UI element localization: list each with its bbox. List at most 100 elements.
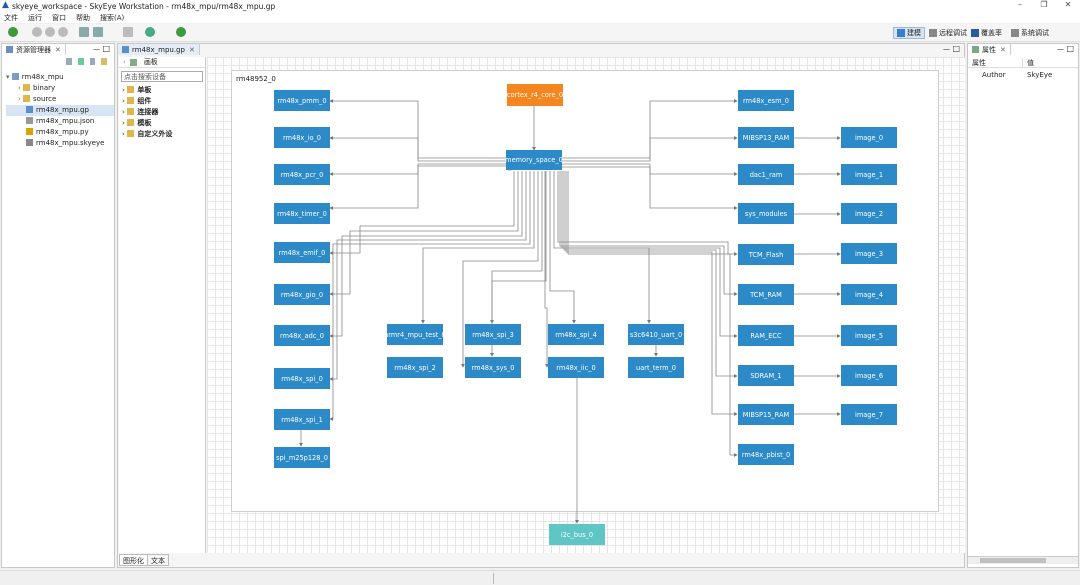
palette-back-icon[interactable]: ‹ — [123, 58, 126, 66]
block-uart-term[interactable]: uart_term_0 — [628, 357, 684, 378]
tree-item-selected[interactable]: rm48x_mpu.gp — [6, 105, 114, 116]
palette-item[interactable]: › 组件 — [122, 97, 152, 105]
block-rm48x-emif[interactable]: rm48x_emif_0 — [274, 242, 330, 263]
menu-run[interactable]: 运行 — [28, 13, 42, 22]
filter-icon[interactable] — [89, 58, 96, 65]
block-dac1-ram[interactable]: dac1_ram — [738, 164, 794, 185]
block-rm48x-esm[interactable]: rm48x_esm_0 — [738, 90, 794, 111]
block-rm48x-spi2[interactable]: rm48x_spi_2 — [387, 357, 443, 378]
block-mibsp13-ram[interactable]: MIBSP13_RAM — [738, 127, 794, 148]
block-spi-m25p128[interactable]: spi_m25p128_0 — [274, 447, 330, 468]
tree-item[interactable]: › binary — [18, 84, 56, 92]
block-s3c6410-uart[interactable]: s3c6410_uart_0 — [628, 324, 684, 345]
debug-icon[interactable] — [176, 27, 186, 37]
tree-item[interactable]: rm48x_mpu.json — [6, 116, 114, 127]
block-image-3[interactable]: image_3 — [841, 243, 897, 264]
maximize-panel-icon[interactable]: □ — [1066, 44, 1074, 53]
board-container[interactable]: rm48952_0 — [231, 70, 939, 512]
horizontal-scrollbar[interactable] — [968, 556, 1078, 564]
block-cortex-r4-core[interactable]: cortex_r4_core_0 — [507, 84, 563, 106]
perspective-system-debug[interactable]: 系统调试 — [1008, 27, 1052, 39]
block-ram-ecc[interactable]: RAM_ECC — [738, 325, 794, 346]
block-rm48x-timer[interactable]: rm48x_timer_0 — [274, 203, 330, 224]
block-rm48x-adc[interactable]: rm48x_adc_0 — [274, 325, 330, 346]
connect-icon[interactable] — [145, 27, 155, 37]
minimize-panel-icon[interactable]: — — [1057, 45, 1064, 53]
minimize-button[interactable]: – — [1018, 0, 1022, 9]
block-image-4[interactable]: image_4 — [841, 284, 897, 305]
minimize-panel-icon[interactable]: — — [93, 45, 100, 53]
close-tab-icon[interactable]: ✕ — [1000, 45, 1006, 54]
block-rm48x-io[interactable]: rm48x_io_0 — [274, 127, 330, 148]
block-sdram[interactable]: SDRAM_1 — [738, 365, 794, 386]
maximize-panel-icon[interactable]: □ — [952, 44, 960, 53]
palette-item[interactable]: › 模板 — [122, 119, 152, 127]
block-rm48x-iic[interactable]: rm48x_iic_0 — [548, 357, 604, 378]
block-i2c-bus[interactable]: i2c_bus_0 — [549, 524, 605, 545]
folder-new-icon[interactable] — [101, 58, 107, 65]
block-rm48x-pbist[interactable]: rm48x_pbist_0 — [738, 444, 794, 465]
close-tab-icon[interactable]: ✕ — [188, 45, 195, 54]
block-image-2[interactable]: image_2 — [841, 203, 897, 224]
tree-item[interactable]: rm48x_mpu.py — [6, 127, 114, 138]
block-tcm-ram[interactable]: TCM_RAM — [738, 284, 794, 305]
link-editor-icon[interactable] — [77, 58, 84, 65]
run-icon[interactable] — [8, 27, 18, 37]
block-memory-space[interactable]: memory_space_0 — [505, 150, 563, 170]
perspective-remote-debug[interactable]: 远程调试 — [926, 27, 970, 39]
block-mibsp15-ram[interactable]: MIBSP15_RAM — [738, 404, 794, 425]
device-search-input[interactable]: 点击搜索设备 — [121, 71, 203, 82]
explorer-tab[interactable]: 资源管理器 ✕ — [2, 44, 66, 55]
block-image-6[interactable]: image_6 — [841, 365, 897, 386]
explorer-panel: 资源管理器 ✕ — □ ▾ rm48x_mpu › binary › sourc… — [1, 43, 115, 568]
tree-item[interactable]: ▾ rm48x_mpu — [6, 73, 64, 81]
maximize-button[interactable]: ❐ — [1040, 0, 1048, 9]
gp-file-icon — [26, 106, 33, 113]
menu-window[interactable]: 窗口 — [52, 13, 66, 22]
block-image-1[interactable]: image_1 — [841, 164, 897, 185]
palette-item[interactable]: › 自定义外设 — [122, 130, 173, 138]
block-rm48x-pmm[interactable]: rm48x_pmm_0 — [274, 90, 330, 111]
properties-tab[interactable]: 属性 ✕ — [968, 44, 1011, 55]
perspective-coverage[interactable]: 覆盖率 — [968, 27, 1005, 39]
pause-icon[interactable] — [45, 27, 55, 37]
stop-icon[interactable] — [58, 27, 68, 37]
align-icon[interactable] — [79, 27, 89, 37]
perspective-modeling[interactable]: 建模 — [893, 27, 925, 39]
tree-item[interactable]: › source — [18, 95, 57, 103]
block-tcm-flash[interactable]: TCM_Flash — [738, 244, 794, 265]
block-rm48x-spi1[interactable]: rm48x_spi_1 — [274, 409, 330, 430]
resume-icon[interactable] — [32, 27, 42, 37]
close-tab-icon[interactable]: ✕ — [55, 45, 61, 54]
block-rm48x-spi4[interactable]: rm48x_spi_4 — [548, 324, 604, 345]
tab-text[interactable]: 文本 — [148, 554, 169, 566]
block-sys-modules[interactable]: sys_modules — [738, 203, 794, 224]
palette-item[interactable]: › 连接器 — [122, 108, 159, 116]
block-armr4-mpu-test[interactable]: armr4_mpu_test_0 — [384, 324, 446, 345]
menu-search[interactable]: 搜索(A) — [100, 13, 125, 22]
collapse-all-icon[interactable] — [66, 58, 72, 65]
properties-row[interactable]: Author SkyEye — [968, 71, 1078, 81]
editor-bottom-tabs: 图形化 文本 — [119, 554, 169, 566]
tab-graphical[interactable]: 图形化 — [119, 554, 148, 566]
tree-item[interactable]: rm48x_mpu.skyeye — [6, 138, 114, 149]
palette-item[interactable]: › 单板 — [122, 86, 152, 94]
editor-tab[interactable]: rm48x_mpu.gp ✕ — [118, 44, 200, 55]
menu-file[interactable]: 文件 — [4, 13, 18, 22]
maximize-panel-icon[interactable]: □ — [102, 44, 110, 53]
menu-help[interactable]: 帮助 — [76, 13, 90, 22]
scrollbar-thumb[interactable] — [980, 558, 1046, 563]
block-image-5[interactable]: image_5 — [841, 325, 897, 346]
layout-icon[interactable] — [93, 27, 103, 37]
block-rm48x-sys[interactable]: rm48x_sys_0 — [465, 357, 521, 378]
block-image-0[interactable]: image_0 — [841, 127, 897, 148]
block-rm48x-pcr[interactable]: rm48x_pcr_0 — [274, 164, 330, 185]
block-rm48x-spi3[interactable]: rm48x_spi_3 — [465, 324, 521, 345]
minimize-panel-icon[interactable]: — — [943, 45, 950, 53]
block-rm48x-gio[interactable]: rm48x_gio_0 — [274, 284, 330, 305]
export-icon[interactable] — [123, 27, 133, 37]
close-button[interactable]: ✕ — [1064, 0, 1072, 9]
gear-icon — [929, 29, 937, 37]
block-image-7[interactable]: image_7 — [841, 404, 897, 425]
block-rm48x-spi0[interactable]: rm48x_spi_0 — [274, 368, 330, 389]
